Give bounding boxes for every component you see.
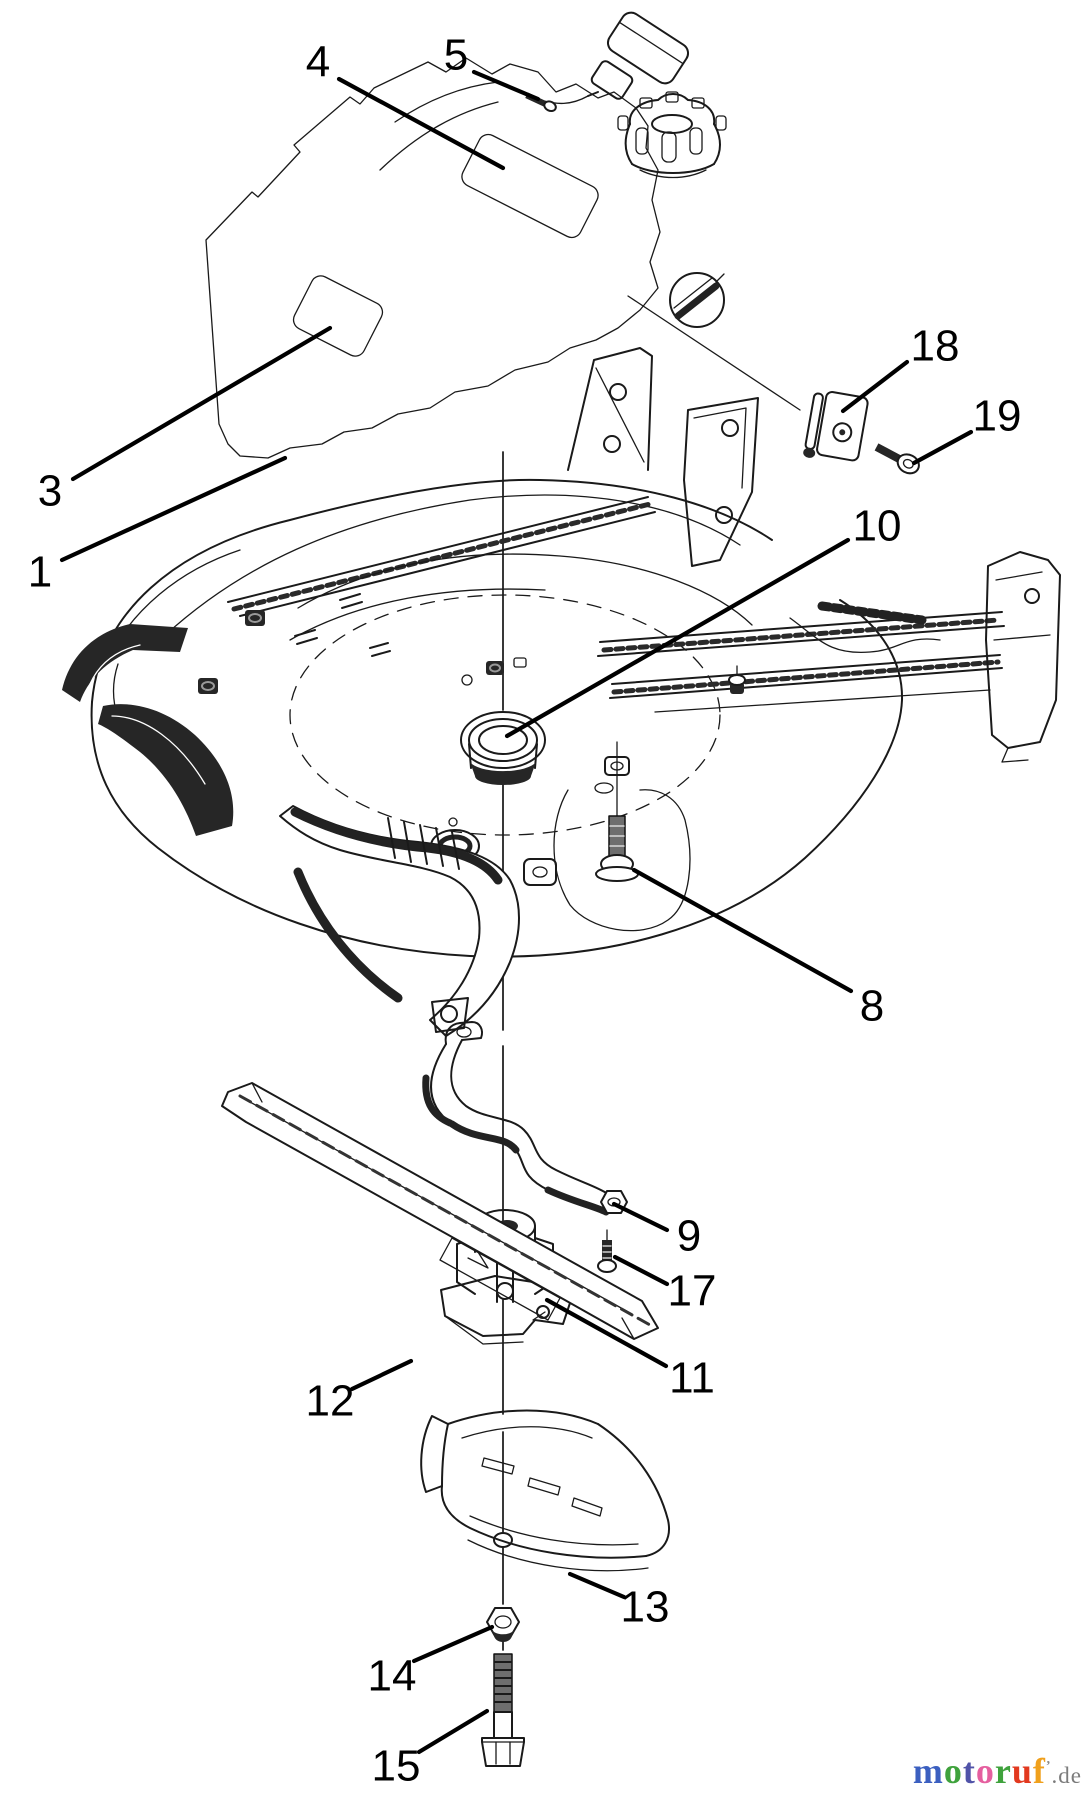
left-bumper-upper [62,624,188,702]
leader-line-3 [70,325,333,482]
callout-number-14: 14 [368,1652,417,1701]
callout-5: 5 [444,31,541,102]
callout-18: 18 [840,322,960,414]
leader-line-19 [911,429,974,466]
leader-line-15 [416,1708,490,1755]
logo-letter: r [994,1751,1012,1791]
callout-1: 1 [28,455,288,597]
stop-plate [803,390,869,462]
callout-number-15: 15 [372,1742,421,1791]
blade-guard [420,1409,670,1572]
engine-mount-bracket-right [683,397,759,567]
leader-line-18 [840,359,910,414]
engine-mount-bracket-left [567,347,653,471]
bracket-screw-17 [597,1229,617,1273]
callout-number-10: 10 [853,502,902,551]
side-support-plate [985,551,1061,763]
callout-13: 13 [567,1571,670,1632]
callout-number-19: 19 [973,392,1022,441]
logo-mark: ’ [1045,1759,1052,1774]
callout-15: 15 [372,1708,490,1791]
callout-17: 17 [612,1254,717,1316]
leader-line-9 [611,1201,670,1233]
discharge-support [597,601,1005,713]
right-deck-bolt [728,665,746,694]
callout-number-11: 11 [669,1354,715,1403]
engine-label-small [292,275,384,357]
leader-line-4 [336,76,506,171]
leader-line-14 [411,1624,495,1664]
left-bumper-lower [98,704,234,836]
callout-number-8: 8 [860,982,884,1031]
callout-14: 14 [368,1624,495,1701]
callout-number-9: 9 [677,1212,701,1261]
stop-plate-screw [874,443,920,475]
mower-blade [221,1082,659,1340]
callout-9: 9 [611,1201,701,1261]
leader-line-1 [59,455,288,563]
callout-number-1: 1 [28,548,52,597]
leader-line-5 [471,69,541,102]
leader-line-11 [544,1297,669,1369]
blade-nut [486,1607,520,1642]
callout-number-17: 17 [668,1267,717,1316]
deck-pad [523,858,557,886]
logo-letter: m [912,1751,944,1791]
belt-guide-bracket [422,1021,610,1216]
callout-number-18: 18 [911,322,960,371]
bearing-top-nut [486,657,527,675]
callout-4: 4 [306,38,506,171]
leader-line-10 [504,537,851,739]
callout-19: 19 [911,392,1022,466]
leader-line-17 [612,1254,670,1287]
fuel-cap [617,91,727,179]
deck-detail-marks [294,593,391,657]
engine-housing [205,57,801,459]
crankshaft-bearing [460,711,546,785]
engine-label-large [461,133,599,239]
motoruf-logo: motoruf’.de [913,1750,1082,1792]
callout-8: 8 [631,867,884,1031]
front-skirt [279,805,520,1037]
mower-deck [90,478,904,958]
logo-letter: o [943,1751,963,1791]
leader-line-12 [349,1358,414,1392]
callout-number-3: 3 [38,467,62,516]
leader-line-13 [567,1571,627,1600]
callout-3: 3 [38,325,333,516]
logo-letter: f [1032,1751,1046,1791]
skirt-vents [387,817,460,870]
logo-letter: o [975,1751,995,1791]
leader-line-8 [631,867,854,994]
callout-number-4: 4 [306,38,330,87]
logo-letter: u [1011,1751,1033,1791]
bolt-washer-nut [594,756,630,794]
logo-suffix: .de [1051,1763,1082,1788]
callout-number-5: 5 [444,31,468,80]
spark-plug-cap [543,11,690,105]
blade-bolt [481,1653,525,1767]
callout-number-13: 13 [621,1583,670,1632]
logo-letter: t [962,1751,976,1791]
callout-12: 12 [306,1358,414,1426]
oil-cap [669,272,725,328]
callout-10: 10 [504,502,902,739]
callout-number-12: 12 [306,1377,355,1426]
callout-11: 11 [544,1297,715,1403]
deck-bolt-8 [553,741,691,932]
